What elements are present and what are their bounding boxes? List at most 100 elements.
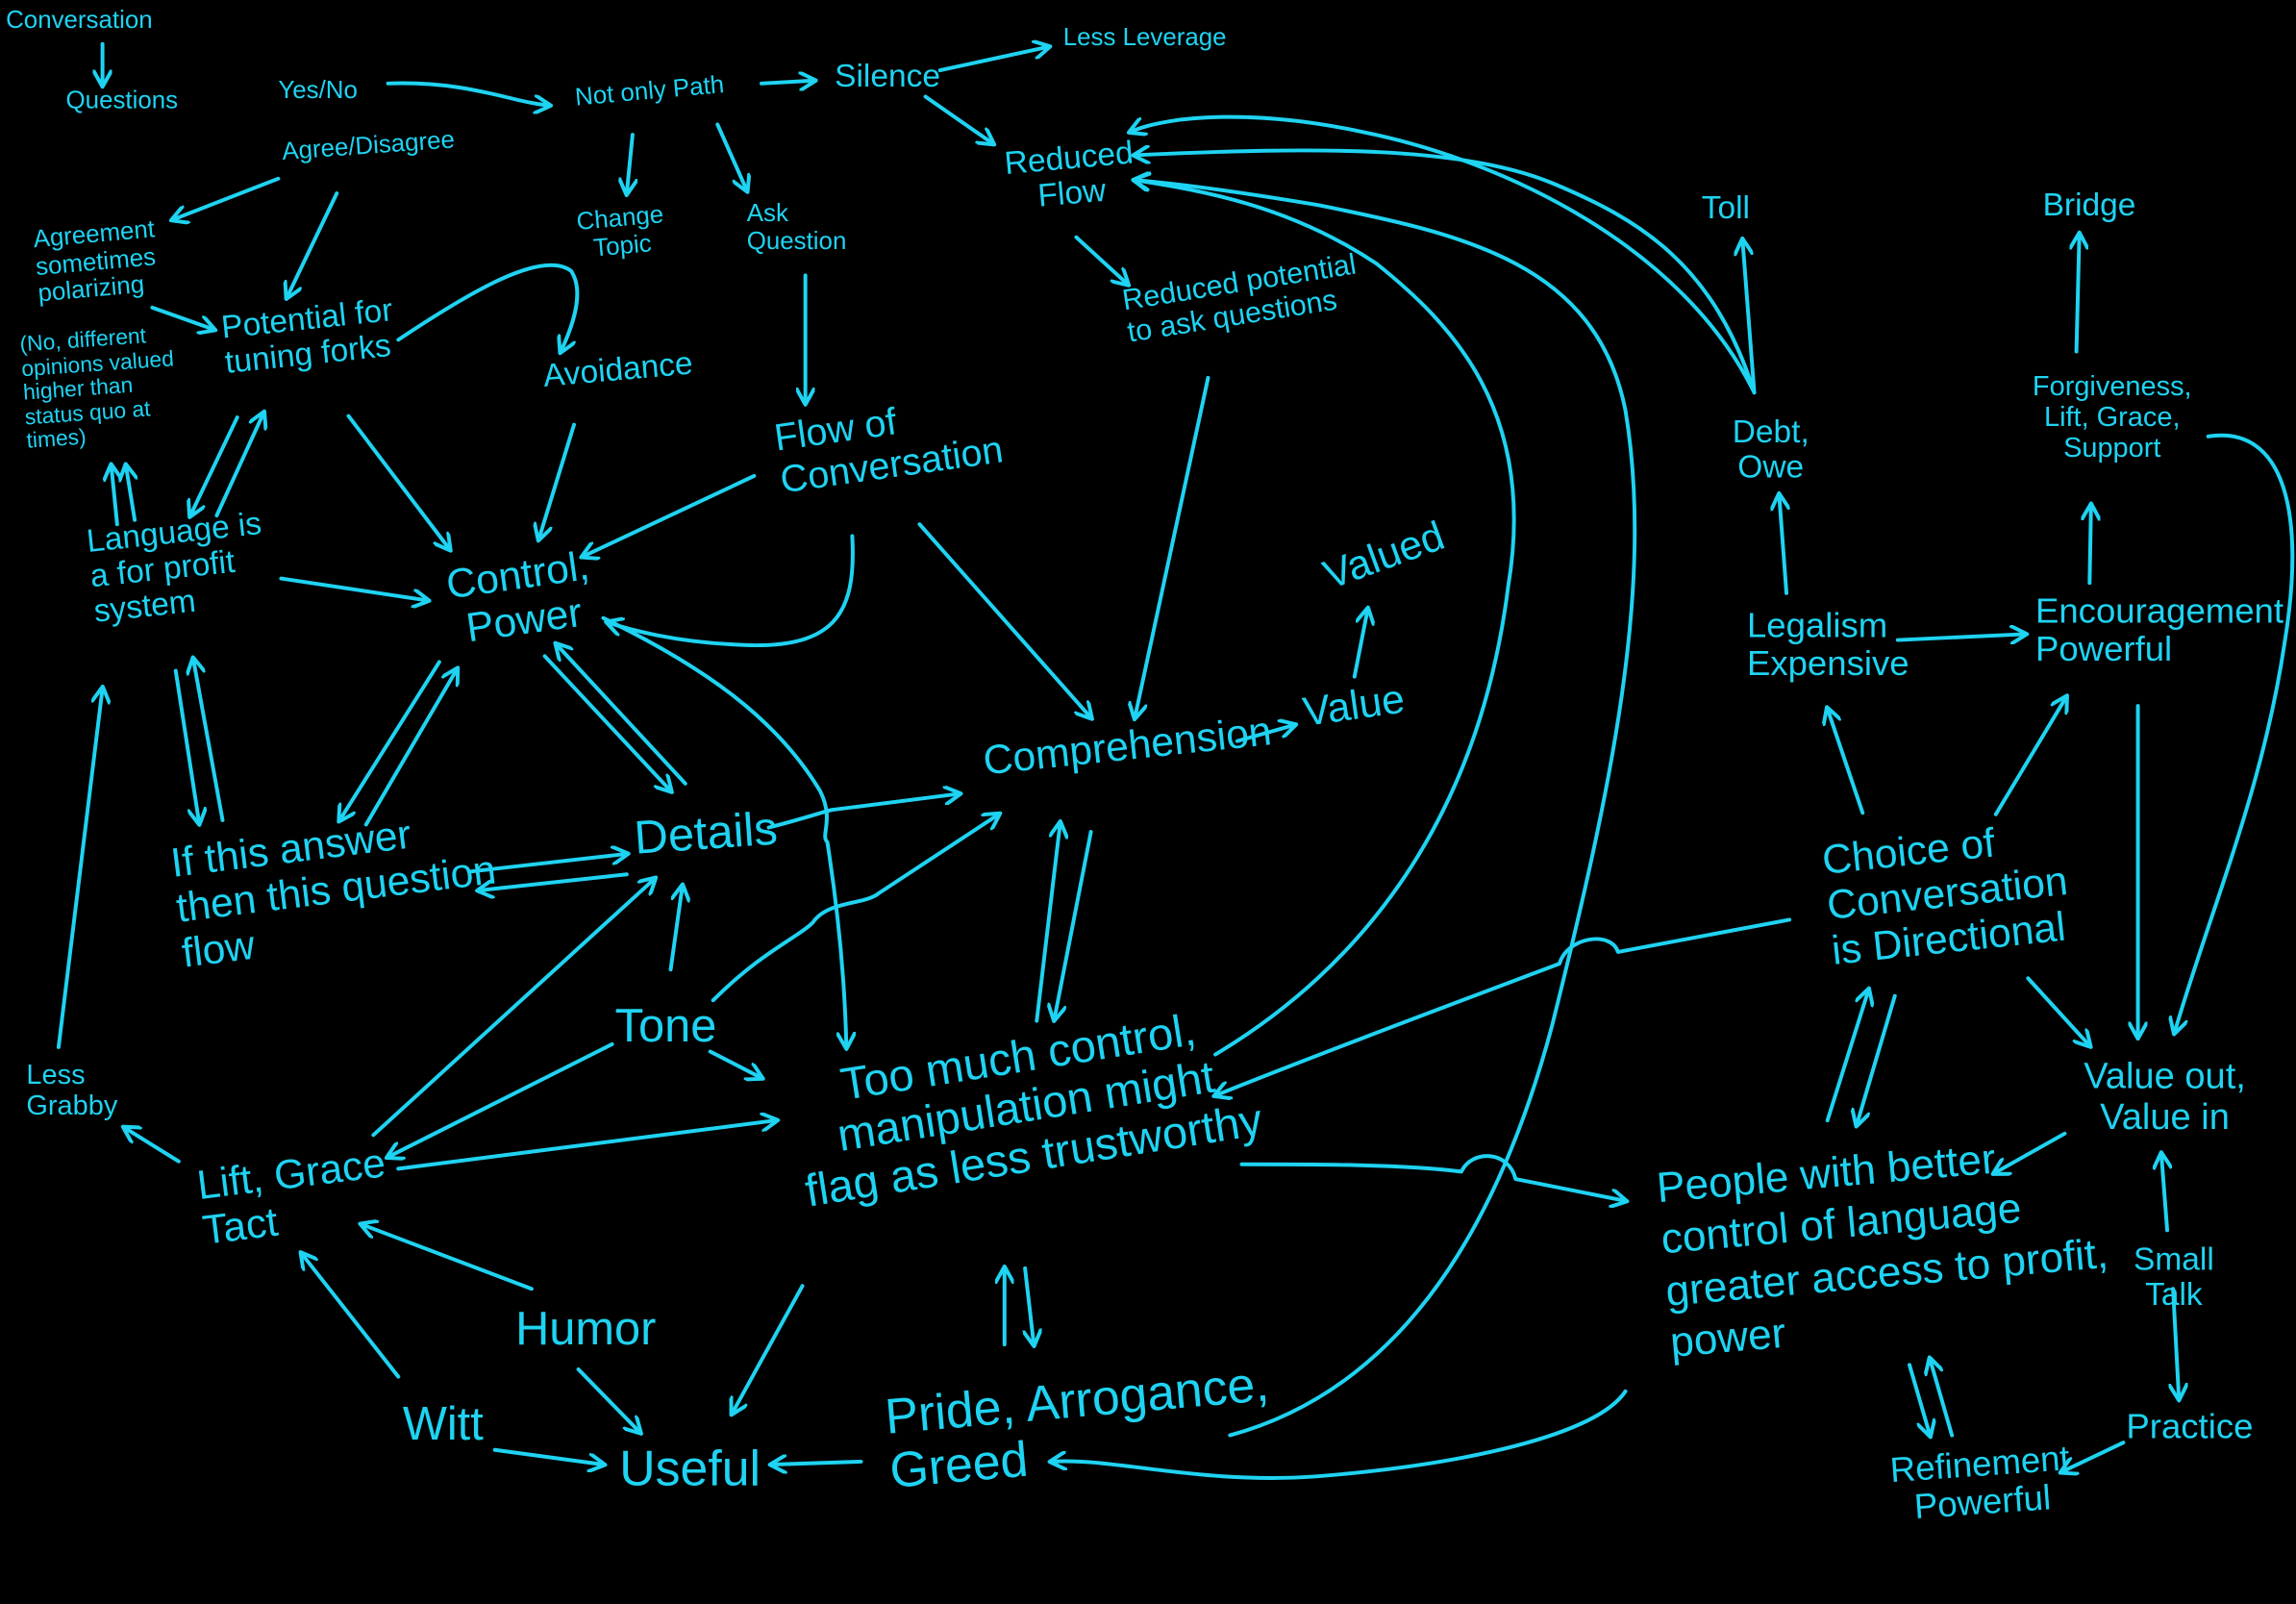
arrow (126, 465, 135, 522)
arrow (627, 133, 633, 193)
arrow (193, 659, 225, 822)
arrow (1025, 1266, 1034, 1344)
node-small-talk: Small Talk (2134, 1240, 2214, 1313)
arrow (557, 644, 687, 786)
node-details: Details (632, 801, 780, 865)
arrow (1895, 634, 2026, 639)
arrow (1742, 240, 1757, 395)
arrow (1074, 235, 1127, 285)
arrow (287, 191, 339, 297)
node-refinement: Refinement Powerful (1888, 1439, 2071, 1528)
arrow (386, 81, 550, 106)
arrow (346, 414, 449, 550)
arrow (396, 1120, 776, 1171)
arrow (1131, 114, 1757, 395)
arrow (112, 465, 117, 527)
arrow (733, 1284, 805, 1414)
arrow (601, 615, 846, 1047)
arrow (937, 47, 1049, 73)
node-debt-owe: Debt, Owe (1732, 413, 1809, 486)
arrow (2077, 235, 2080, 354)
arrow (583, 473, 757, 557)
node-encouragement: Encouragement Powerful (2034, 591, 2284, 670)
arrow (1135, 180, 1516, 1057)
arrow (668, 886, 683, 972)
node-legalism: Legalism Expensive (1746, 606, 1909, 685)
node-agreement-polarizing: Agreement sometimes polarizing (32, 214, 158, 309)
arrow (1930, 1359, 1955, 1438)
arrow (2026, 976, 2089, 1045)
arrow (1135, 375, 1210, 717)
arrow (2173, 1287, 2179, 1398)
arrow (124, 1128, 181, 1164)
node-people-better-control: People with better control of language g… (1655, 1136, 2110, 1367)
arrow (708, 1049, 761, 1078)
arrow (150, 305, 213, 330)
arrow (279, 576, 427, 601)
node-language-profit: Language is a for profit system (85, 504, 263, 630)
arrow (339, 660, 441, 819)
node-reduced-flow: Reduced Flow (1003, 134, 1136, 214)
arrow (56, 689, 103, 1049)
node-tone: Tone (614, 998, 717, 1052)
arrow (396, 263, 580, 352)
node-less-leverage: Less Leverage (1062, 23, 1227, 52)
node-choice-directional: Choice of Conversation is Directional (1819, 819, 2070, 973)
arrow (2089, 505, 2091, 586)
arrow (538, 422, 576, 539)
node-conversation: Conversation (6, 6, 153, 35)
arrow (766, 793, 960, 830)
node-practice: Practice (2126, 1407, 2254, 1447)
arrow (2061, 1441, 2126, 1471)
arrow (1235, 725, 1294, 743)
node-different-opinions: (No, different opinions valued higher th… (18, 323, 175, 454)
arrow (388, 1041, 614, 1157)
arrow (711, 815, 999, 1003)
arrow (1135, 180, 1637, 1438)
arrow (1215, 917, 1792, 1095)
arrow (371, 879, 654, 1138)
arrow (173, 176, 281, 220)
arrow (917, 522, 1090, 717)
node-toll: Toll (1701, 188, 1751, 226)
arrow (469, 854, 626, 874)
arrow (715, 122, 746, 190)
arrow (1239, 1154, 1626, 1201)
arrow (302, 1254, 401, 1379)
node-bridge: Bridge (2042, 186, 2136, 223)
arrow (173, 668, 199, 823)
arrow (479, 872, 629, 890)
node-value-out-in: Value out, Value in (2084, 1056, 2246, 1138)
node-forgiveness: Forgiveness, Lift, Grace, Support (2032, 371, 2192, 464)
arrow (362, 1224, 534, 1291)
arrow (492, 1447, 604, 1465)
arrow (1828, 709, 1865, 815)
arrow (608, 534, 855, 647)
arrow (1993, 697, 2066, 816)
arrow (1779, 495, 1786, 595)
arrow (542, 654, 671, 790)
arrow (190, 415, 239, 515)
arrow (1035, 823, 1060, 1023)
node-less-grabby: Less Grabby (26, 1060, 118, 1122)
arrow (1055, 830, 1093, 1019)
node-useful: Useful (619, 1441, 761, 1497)
arrow (923, 94, 993, 144)
arrow (1825, 990, 1869, 1123)
arrow (576, 1367, 640, 1432)
arrow (1857, 993, 1897, 1125)
node-humor: Humor (515, 1301, 657, 1355)
arrow (772, 1462, 863, 1465)
arrow (1994, 1131, 2067, 1173)
node-silence: Silence (835, 57, 941, 94)
arrow (1135, 150, 1757, 395)
arrow (1908, 1363, 1930, 1435)
arrow (214, 413, 263, 518)
arrow (1052, 1389, 1628, 1480)
node-witt: Witt (402, 1396, 484, 1450)
node-yes-no: Yes/No (278, 76, 358, 105)
arrow (2161, 1154, 2167, 1233)
node-change-topic: Change Topic (575, 200, 665, 263)
